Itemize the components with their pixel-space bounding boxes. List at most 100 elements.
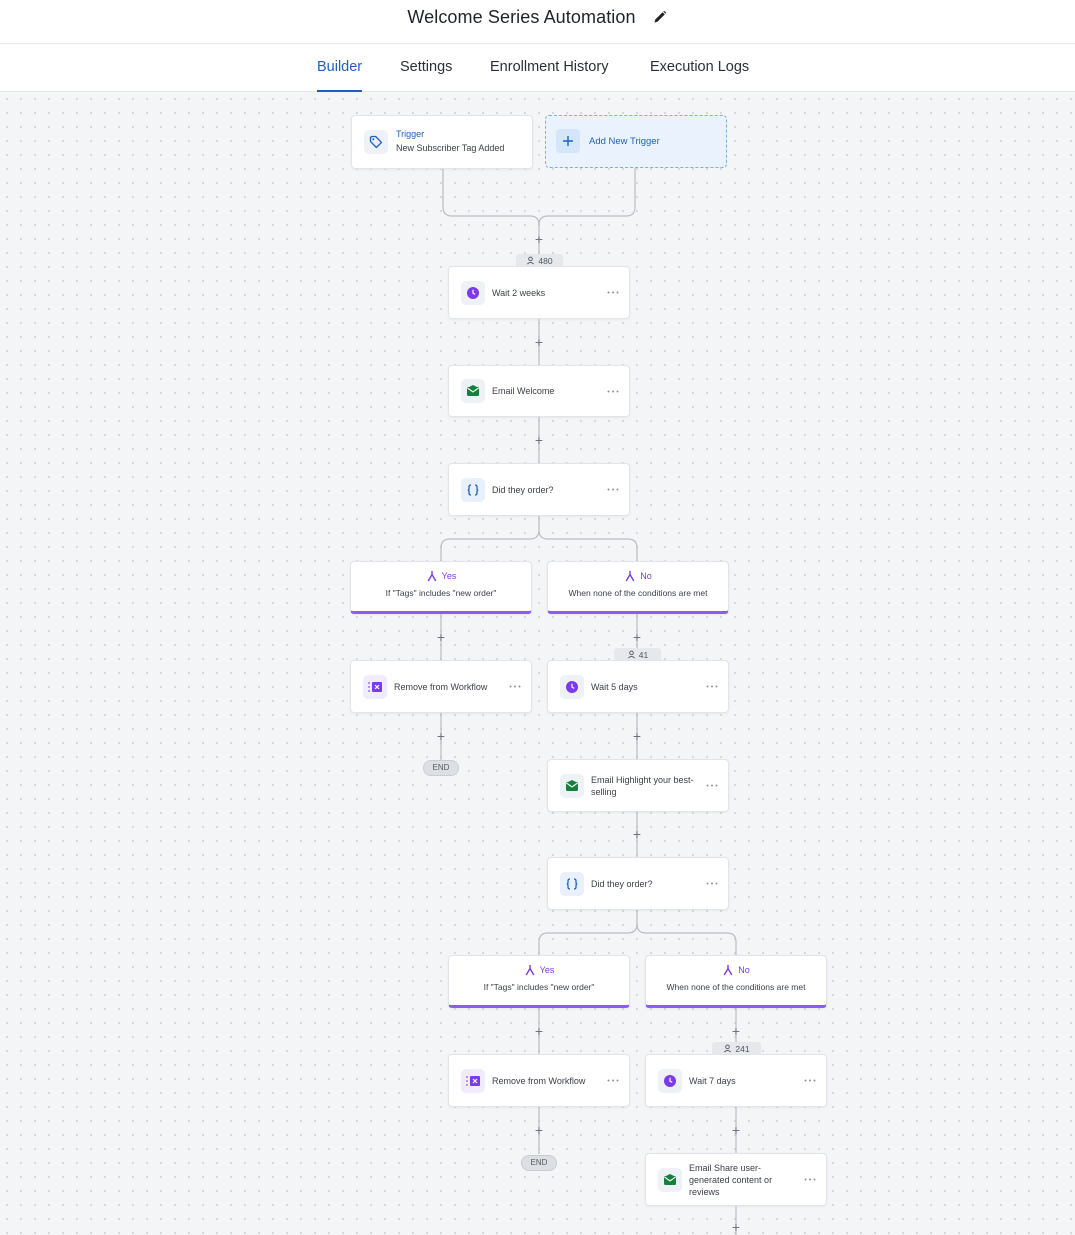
step-wait-2-weeks[interactable]: Wait 2 weeks (448, 266, 630, 319)
split-icon (427, 571, 437, 582)
branch-description: If "Tags" includes "new order" (483, 982, 595, 992)
split-icon (723, 965, 733, 976)
step-email-welcome[interactable]: Email Welcome (448, 365, 630, 417)
tab-execution-logs[interactable]: Execution Logs (650, 59, 750, 75)
step-label: Email Highlight your best-selling (591, 774, 694, 797)
more-options-icon[interactable] (802, 1075, 818, 1087)
email-icon (461, 379, 485, 403)
split-icon (525, 965, 535, 976)
split-icon (625, 571, 635, 582)
clock-icon (560, 674, 584, 699)
enrollment-count-badge: 41 (614, 648, 661, 661)
branch-description: When none of the conditions are met (568, 588, 708, 598)
step-label: Did they order? (492, 484, 554, 495)
tab-settings[interactable]: Settings (400, 59, 453, 75)
remove-icon (461, 1068, 485, 1093)
plus-icon (556, 129, 580, 153)
more-options-icon[interactable] (802, 1174, 818, 1186)
page-title: Welcome Series Automation (407, 6, 636, 27)
branch-description: If "Tags" includes "new order" (385, 588, 497, 598)
step-remove-from-workflow[interactable]: Remove from Workflow (350, 660, 532, 713)
trigger-title: Trigger (396, 129, 425, 139)
branch-name: Yes (539, 965, 555, 975)
count-value: 41 (638, 649, 649, 660)
add-new-trigger-label: Add New Trigger (589, 136, 660, 147)
branch-header: Yes (351, 570, 531, 582)
add-step-plus[interactable]: + (632, 629, 642, 645)
add-step-plus[interactable]: + (436, 728, 446, 744)
more-options-icon[interactable] (704, 878, 720, 890)
branch-no[interactable]: No When none of the conditions are met (645, 955, 827, 1008)
branch-description: When none of the conditions are met (666, 982, 806, 992)
step-wait-5-days[interactable]: Wait 5 days (547, 660, 729, 713)
more-options-icon[interactable] (704, 780, 720, 792)
step-label: Wait 5 days (591, 681, 638, 692)
add-new-trigger-button[interactable]: Add New Trigger (545, 115, 727, 168)
step-condition-did-they-order[interactable]: Did they order? (547, 857, 729, 910)
tab-builder[interactable]: Builder (317, 44, 363, 92)
branch-header: No (646, 964, 826, 976)
add-step-plus[interactable]: + (534, 432, 544, 448)
end-marker: END (423, 760, 459, 776)
add-step-plus[interactable]: + (731, 1219, 741, 1235)
branch-yes[interactable]: Yes If "Tags" includes "new order" (448, 955, 630, 1008)
add-step-plus[interactable]: + (632, 728, 642, 744)
remove-icon (363, 674, 387, 699)
branch-header: Yes (449, 964, 629, 976)
count-value: 480 (538, 255, 553, 266)
title-wrap: Welcome Series Automation (0, 0, 1075, 34)
enrollment-count-badge: 480 (516, 254, 563, 267)
tab-enrollment-history[interactable]: Enrollment History (490, 59, 609, 75)
more-options-icon[interactable] (507, 681, 523, 693)
email-icon (658, 1167, 682, 1192)
user-icon (724, 1044, 732, 1053)
add-step-plus[interactable]: + (534, 1122, 544, 1138)
user-icon (627, 650, 635, 659)
step-label: Did they order? (591, 878, 653, 889)
count-value: 241 (735, 1043, 750, 1054)
add-step-plus[interactable]: + (632, 826, 642, 842)
more-options-icon[interactable] (605, 287, 621, 299)
step-label: Wait 7 days (689, 1075, 736, 1086)
step-remove-from-workflow[interactable]: Remove from Workflow (448, 1054, 630, 1107)
tab-bar: Builder Settings Enrollment History Exec… (0, 44, 1075, 92)
add-step-plus[interactable]: + (731, 1122, 741, 1138)
step-wait-7-days[interactable]: Wait 7 days (645, 1054, 827, 1107)
more-options-icon[interactable] (605, 484, 621, 496)
pencil-icon[interactable] (652, 9, 668, 25)
step-email-highlight[interactable]: Email Highlight your best-selling (547, 759, 729, 812)
branch-name: No (738, 965, 750, 975)
add-step-plus[interactable]: + (534, 1023, 544, 1039)
branch-name: Yes (441, 571, 457, 581)
branch-name: No (640, 571, 652, 581)
add-step-plus[interactable]: + (731, 1023, 741, 1039)
more-options-icon[interactable] (605, 385, 621, 397)
user-icon (527, 256, 535, 265)
branch-header: No (548, 570, 728, 582)
branch-no[interactable]: No When none of the conditions are met (547, 561, 729, 614)
clock-icon (658, 1068, 682, 1093)
step-label: Email Welcome (492, 386, 555, 396)
step-label: Wait 2 weeks (492, 287, 546, 298)
step-label: Remove from Workflow (492, 1075, 586, 1086)
step-email-share-ugc[interactable]: Email Share user-generated content or re… (645, 1153, 827, 1206)
clock-icon (461, 280, 485, 305)
curly-braces-icon (560, 871, 584, 896)
trigger-node[interactable]: Trigger New Subscriber Tag Added (351, 115, 533, 169)
step-label: Email Share user-generated content or re… (689, 1162, 773, 1197)
branch-yes[interactable]: Yes If "Tags" includes "new order" (350, 561, 532, 614)
step-condition-did-they-order[interactable]: Did they order? (448, 463, 630, 516)
enrollment-count-badge: 241 (712, 1042, 761, 1055)
more-options-icon[interactable] (704, 681, 720, 693)
more-options-icon[interactable] (605, 1075, 621, 1087)
step-label: Remove from Workflow (394, 681, 488, 692)
curly-braces-icon (461, 477, 485, 502)
end-marker: END (521, 1155, 557, 1171)
email-icon (560, 773, 584, 798)
add-step-plus[interactable]: + (534, 231, 544, 247)
tag-icon (364, 130, 388, 154)
trigger-subtitle: New Subscriber Tag Added (396, 143, 505, 153)
top-bar: Welcome Series Automation (0, 0, 1075, 44)
add-step-plus[interactable]: + (436, 629, 446, 645)
add-step-plus[interactable]: + (534, 334, 544, 350)
